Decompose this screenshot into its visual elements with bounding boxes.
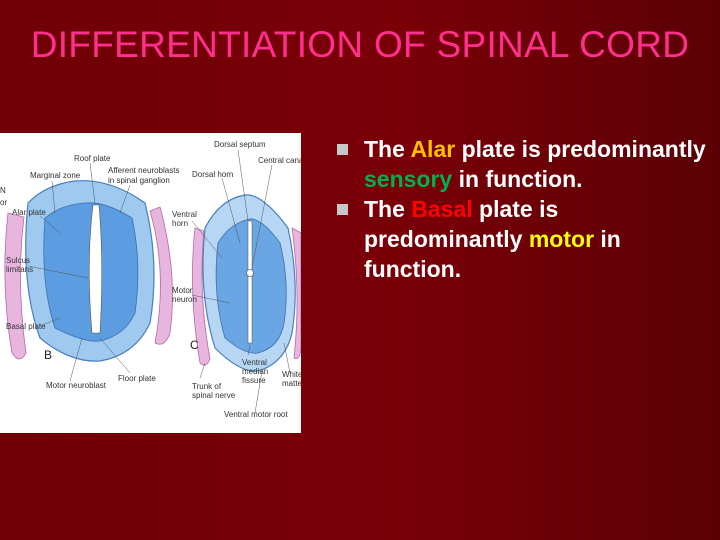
label-roof-plate: Roof plate [74,154,111,163]
label-sulcus2: limitans [6,265,33,274]
label-motor-neuron1: Motor [172,286,193,295]
label-edge-or: or [0,198,7,207]
right-septum [247,220,253,344]
bullet-text: plate is predominantly [455,136,706,162]
leader-lines [27,149,291,414]
label-trunk2: spinal nerve [192,391,236,400]
bullet-text: The [364,136,411,162]
label-marginal-zone: Marginal zone [30,171,81,180]
square-bullet-icon [337,204,348,215]
label-motor-neuron2: neuron [172,295,197,304]
label-dorsal-horn: Dorsal horn [192,170,233,179]
label-central-canal: Central canal [258,156,301,165]
label-dorsal-septum: Dorsal septum [214,140,266,149]
label-floor-plate: Floor plate [118,374,156,383]
label-white-matter1: White [282,370,301,379]
label-sulcus1: Sulcus [6,256,30,265]
label-panel-b: B [44,348,52,362]
bullet-text: in function. [452,166,583,192]
label-edge-n: N [0,186,6,195]
bullet-text: plate is predominantly [364,196,559,252]
highlight-alar: Alar [410,136,456,162]
bullet-basal: The Basal plate is predominantly motor i… [333,194,713,284]
bullet-alar: The Alar plate is predominantly sensory … [333,134,713,194]
right-ganglion-left [192,227,211,366]
slide-title: DIFFERENTIATION OF SPINAL CORD [30,24,690,65]
label-afferent2: in spinal ganglion [108,176,170,185]
left-ganglion-right [149,206,173,345]
diagram-svg: Roof plate Marginal zone Afferent neurob… [0,140,301,419]
label-alar-plate: Alar plate [12,208,46,217]
highlight-sensory: sensory [364,166,453,192]
highlight-motor: motor [528,226,595,252]
square-bullet-icon [337,144,348,155]
label-ventral-root: Ventral motor root [224,410,288,419]
label-basal-plate: Basal plate [6,322,46,331]
label-white-matter2: matter [282,379,301,388]
left-central-canal [88,204,103,334]
label-motor-neuroblast: Motor neuroblast [46,381,107,390]
label-trunk1: Trunk of [192,382,222,391]
bullet-list: The Alar plate is predominantly sensory … [333,134,713,284]
label-ventral-fissure1: Ventral [242,358,267,367]
label-ventral-horn2: horn [172,219,188,228]
label-ventral-fissure2: median [242,367,268,376]
label-ventral-horn1: Ventral [172,210,197,219]
label-ventral-fissure3: fissure [242,376,266,385]
right-central-canal [246,269,254,277]
bullet-text: in function. [364,226,621,282]
label-panel-c: C [190,338,199,352]
bullet-text: The [364,196,412,222]
left-ganglion [4,212,27,360]
spinal-cord-diagram: Roof plate Marginal zone Afferent neurob… [0,133,301,433]
label-afferent: Afferent neuroblasts [108,166,179,175]
highlight-basal: Basal [411,196,473,222]
right-ganglion-right [291,227,301,359]
